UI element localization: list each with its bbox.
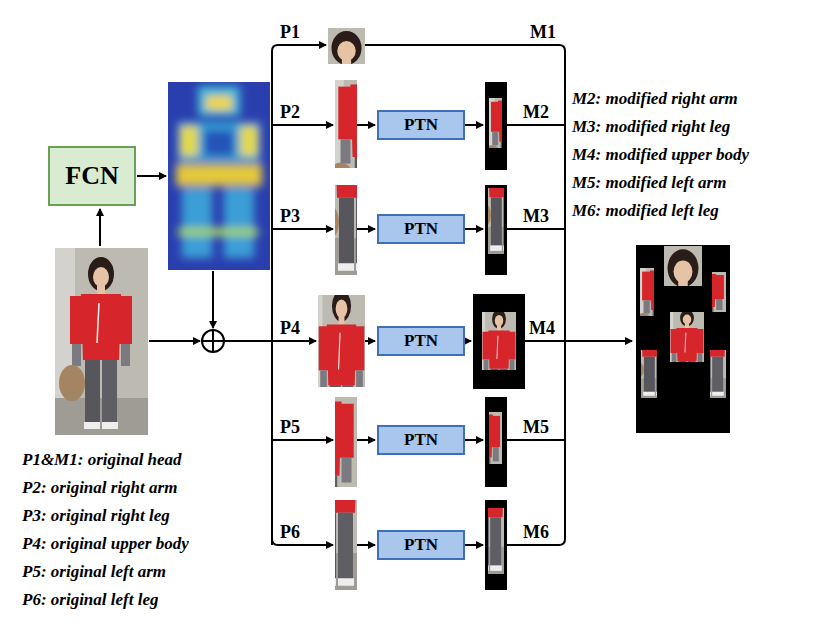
part-label: M2: [523, 101, 549, 123]
part-label: M5: [523, 416, 549, 438]
transform-box: PTN: [377, 425, 465, 455]
transform-box: PTN: [377, 110, 465, 140]
note-text: P4: original upper body: [22, 533, 189, 555]
heatmap: [168, 82, 270, 270]
note-text: P6: original left leg: [22, 589, 158, 611]
note-text: P5: original left arm: [22, 561, 166, 583]
part-crops: [269, 22, 424, 592]
box-label: PTN: [404, 535, 438, 555]
note-text: M3: modified right leg: [572, 116, 730, 138]
note-text: M2: modified right arm: [572, 88, 738, 110]
box-label: PTN: [404, 430, 438, 450]
note-text: M5: modified left arm: [572, 172, 726, 194]
note-text: P1&M1: original head: [22, 449, 182, 471]
note-text: P2: original right arm: [22, 477, 177, 499]
note-text: P3: original right leg: [22, 505, 170, 527]
note-text: M6: modified left leg: [572, 200, 719, 222]
part-label: P6: [280, 521, 300, 543]
transform-box: PTN: [377, 326, 465, 356]
network-box: FCN: [48, 146, 136, 206]
assembled-image: [622, 239, 746, 447]
part-label: M4: [529, 317, 555, 339]
part-label: P5: [280, 416, 300, 438]
part-label: P3: [280, 205, 300, 227]
box-label: FCN: [65, 161, 118, 191]
part-label: M1: [530, 21, 556, 43]
note-text: M4: modified upper body: [572, 144, 749, 166]
box-label: PTN: [404, 115, 438, 135]
box-label: PTN: [404, 331, 438, 351]
part-label: P4: [280, 317, 300, 339]
transform-box: PTN: [377, 530, 465, 560]
box-label: PTN: [404, 219, 438, 239]
transform-box: PTN: [377, 214, 465, 244]
part-label: P1: [280, 21, 300, 43]
input-photo: [55, 248, 148, 435]
part-label: P2: [280, 101, 300, 123]
wires: [100, 45, 632, 545]
part-label: M6: [523, 521, 549, 543]
part-label: M3: [523, 205, 549, 227]
